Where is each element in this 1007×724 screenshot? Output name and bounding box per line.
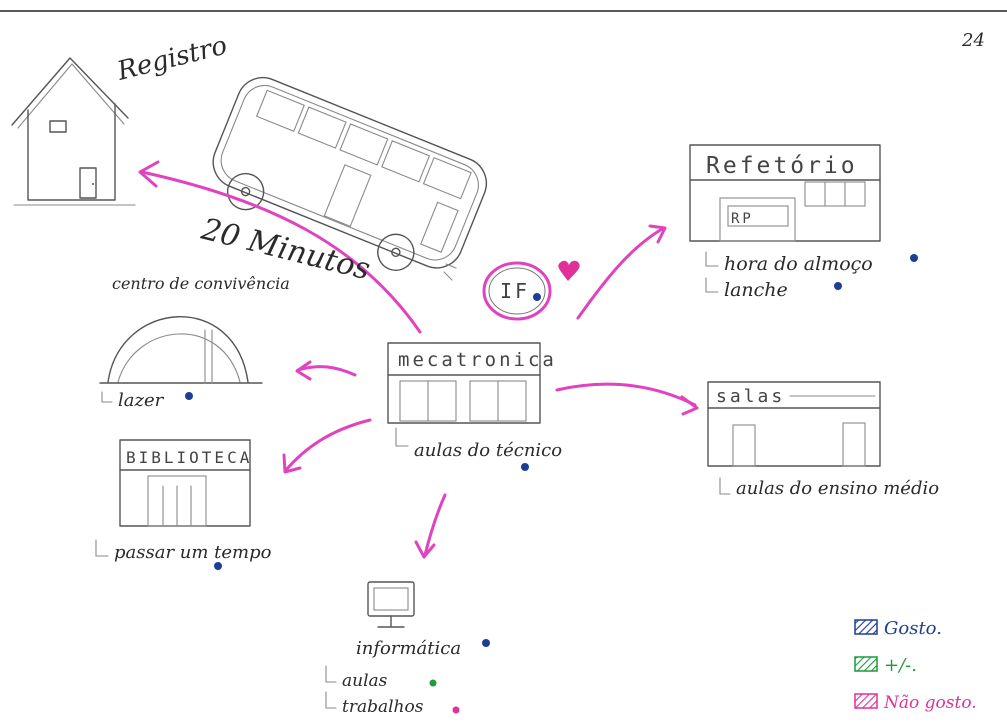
biblioteca-building [119,439,251,527]
informatica-item-text: trabalhos [342,697,424,717]
arrow-to-salas [555,382,699,416]
neutral-dot [429,679,437,687]
dislike-swatch [854,693,878,709]
biblioteca-sign: BIBLIOTECA [126,448,252,467]
like-dot [834,282,842,290]
bus-motion-lines [443,263,457,281]
legend-label: Não gosto. [883,693,977,713]
centro-note: lazer [118,390,165,411]
list-item: hora do almoço [705,251,918,275]
dislike-dot [452,706,460,714]
like-dot [214,562,222,570]
refeitorio-item-text: hora do almoço [724,253,873,275]
if-badge: IF [482,261,552,321]
note-connector [101,391,113,403]
registro-label: Registro [113,31,230,87]
legend-item-like: Gosto. [854,618,942,639]
bus-icon [212,76,488,271]
list-item: aulas [325,665,437,691]
if-label: IF [500,279,530,303]
mecatronica-note: aulas do técnico [414,440,562,461]
route-arrow [138,160,422,334]
centro-title: centro de convivência [112,274,290,293]
salas-note: aulas do ensino médio [736,478,939,499]
arrow-to-biblioteca [282,418,372,474]
arrow-to-refeitorio [576,224,667,320]
like-dot [521,463,529,471]
arrow-to-centro [295,360,357,381]
like-dot [185,392,193,400]
salas-sign: salas [716,386,785,407]
legend: Gosto. +/-. Não gosto. [854,618,977,713]
legend-label: +/-. [884,655,917,676]
refeitorio-building [689,144,881,242]
mecatronica-building [387,342,541,424]
neutral-swatch [854,656,878,672]
salas-building [707,381,881,467]
arrow-to-informatica [414,493,447,559]
note-connector [395,427,409,447]
informatica-title: informática [356,638,461,659]
centro-dome [99,316,263,384]
legend-label: Gosto. [884,618,942,639]
refeitorio-inner-sign: RP [731,211,754,227]
note-connector [719,477,731,495]
list-item: trabalhos [325,691,460,717]
like-swatch [854,619,878,635]
legend-item-dislike: Não gosto. [854,693,977,713]
heart-icon [558,260,580,281]
list-item: lanche [705,277,842,301]
like-dot [533,293,541,301]
legend-item-neutral: +/-. [854,655,917,676]
note-connector [95,539,109,557]
informatica-item-text: aulas [342,671,388,691]
mecatronica-sign: mecatronica [398,349,557,371]
page-number: 24 [961,30,985,51]
refeitorio-item-text: lanche [724,279,788,301]
like-dot [482,639,490,647]
house-icon [11,57,136,206]
like-dot [910,254,918,262]
biblioteca-note: passar um tempo [114,542,272,563]
computer-monitor-icon [367,581,415,628]
refeitorio-sign: Refetório [706,153,858,179]
centro-title-text: centro de convivência [112,274,290,293]
